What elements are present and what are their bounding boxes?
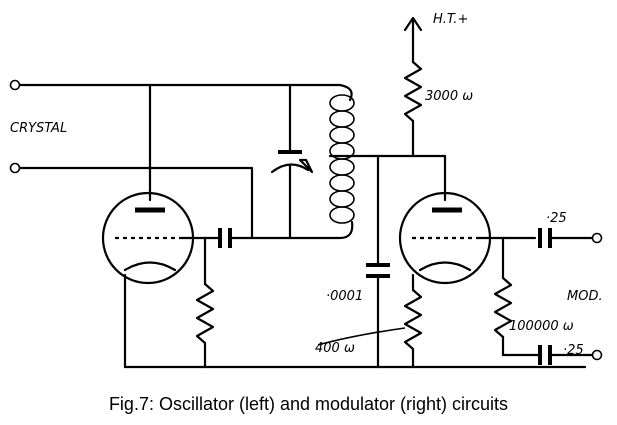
oscillator-valve xyxy=(101,191,220,285)
ht-resistor-3000 xyxy=(403,43,423,158)
crystal-terminal-top xyxy=(9,79,21,91)
label-cap-25-bottom: ·25 xyxy=(563,343,584,358)
mod-capacitor-25-bottom xyxy=(501,345,603,365)
crystal-terminal-bottom xyxy=(9,162,21,174)
label-ht-plus: H.T.+ xyxy=(433,12,468,27)
output-capacitor-25-top xyxy=(538,228,603,248)
label-resistor-3000: 3000 ω xyxy=(425,89,473,104)
label-crystal: CRYSTAL xyxy=(10,121,67,136)
osc-grid-capacitor xyxy=(218,228,232,248)
tank-coil xyxy=(228,83,377,240)
label-resistor-400: 400 ω xyxy=(315,341,355,356)
label-resistor-100000: 100000 ω xyxy=(509,319,574,334)
label-cap-0001: ·0001 xyxy=(326,289,363,304)
ht-bus xyxy=(373,154,447,202)
crystal-lead-bottom xyxy=(18,166,254,240)
grid-resistor-100000 xyxy=(493,236,513,357)
ht-supply-arrow xyxy=(403,16,423,47)
variable-capacitor xyxy=(270,83,314,240)
label-mod: MOD. xyxy=(567,289,603,304)
cathode-resistor-400 xyxy=(317,273,423,369)
osc-grid-leak-resistor xyxy=(195,236,215,369)
label-cap-25-top: ·25 xyxy=(546,211,567,226)
figure-caption: Fig.7: Oscillator (left) and modulator (… xyxy=(108,394,509,414)
modulator-valve xyxy=(398,191,537,285)
coupling-capacitor-0001 xyxy=(366,154,390,369)
